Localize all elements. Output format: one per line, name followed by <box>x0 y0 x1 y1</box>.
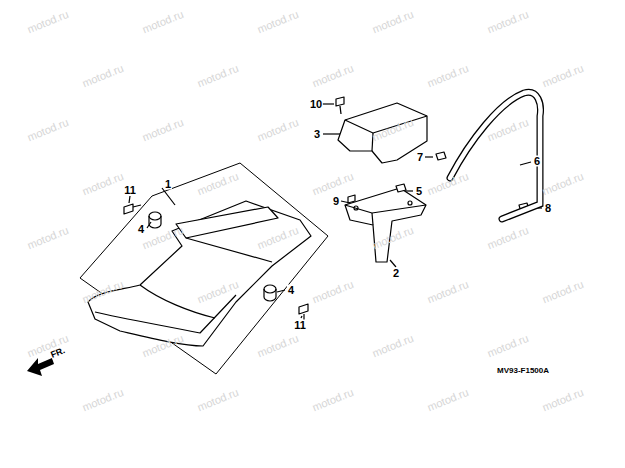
callout-number: 4 <box>287 285 295 296</box>
watermark: motod.ru <box>486 333 530 359</box>
watermark: motod.ru <box>541 387 585 413</box>
watermark: motod.ru <box>371 9 415 35</box>
watermark: motod.ru <box>26 225 70 251</box>
watermark: motod.ru <box>426 279 470 305</box>
callout-number: 2 <box>392 268 400 279</box>
callout-number: 3 <box>313 129 321 140</box>
watermark: motod.ru <box>26 9 70 35</box>
callout-number: 9 <box>332 196 340 207</box>
watermark: motod.ru <box>426 63 470 89</box>
watermark: motod.ru <box>256 9 300 35</box>
watermark: motod.ru <box>541 171 585 197</box>
watermark: motod.ru <box>81 387 125 413</box>
watermark: motod.ru <box>81 63 125 89</box>
watermark: motod.ru <box>311 63 355 89</box>
callout-number: 10 <box>309 99 323 110</box>
watermark: motod.ru <box>486 9 530 35</box>
callout-number: 11 <box>293 320 307 331</box>
watermark: motod.ru <box>311 171 355 197</box>
callout-number: 8 <box>544 203 552 214</box>
watermark: motod.ru <box>196 387 240 413</box>
watermark: motod.ru <box>26 117 70 143</box>
watermark: motod.ru <box>141 9 185 35</box>
watermark: motod.ru <box>196 171 240 197</box>
watermark: motod.ru <box>311 387 355 413</box>
watermark: motod.ru <box>371 333 415 359</box>
watermark: motod.ru <box>541 63 585 89</box>
watermark: motod.ru <box>196 63 240 89</box>
callout-number: 4 <box>137 224 145 235</box>
watermark: motod.ru <box>141 117 185 143</box>
watermark: motod.ru <box>311 279 355 305</box>
callout-number: 7 <box>416 152 424 163</box>
watermark: motod.ru <box>81 171 125 197</box>
watermark: motod.ru <box>426 387 470 413</box>
callout-number: 5 <box>415 186 423 197</box>
watermark: motod.ru <box>486 225 530 251</box>
watermark: motod.ru <box>256 333 300 359</box>
callout-number: 1 <box>164 179 172 190</box>
diagram-code: MV93-F1500A <box>497 367 549 375</box>
front-direction-label: FR. <box>50 346 67 360</box>
callout-number: 11 <box>123 185 137 196</box>
watermark: motod.ru <box>541 279 585 305</box>
watermark: motod.ru <box>256 117 300 143</box>
callout-number: 6 <box>533 156 541 167</box>
